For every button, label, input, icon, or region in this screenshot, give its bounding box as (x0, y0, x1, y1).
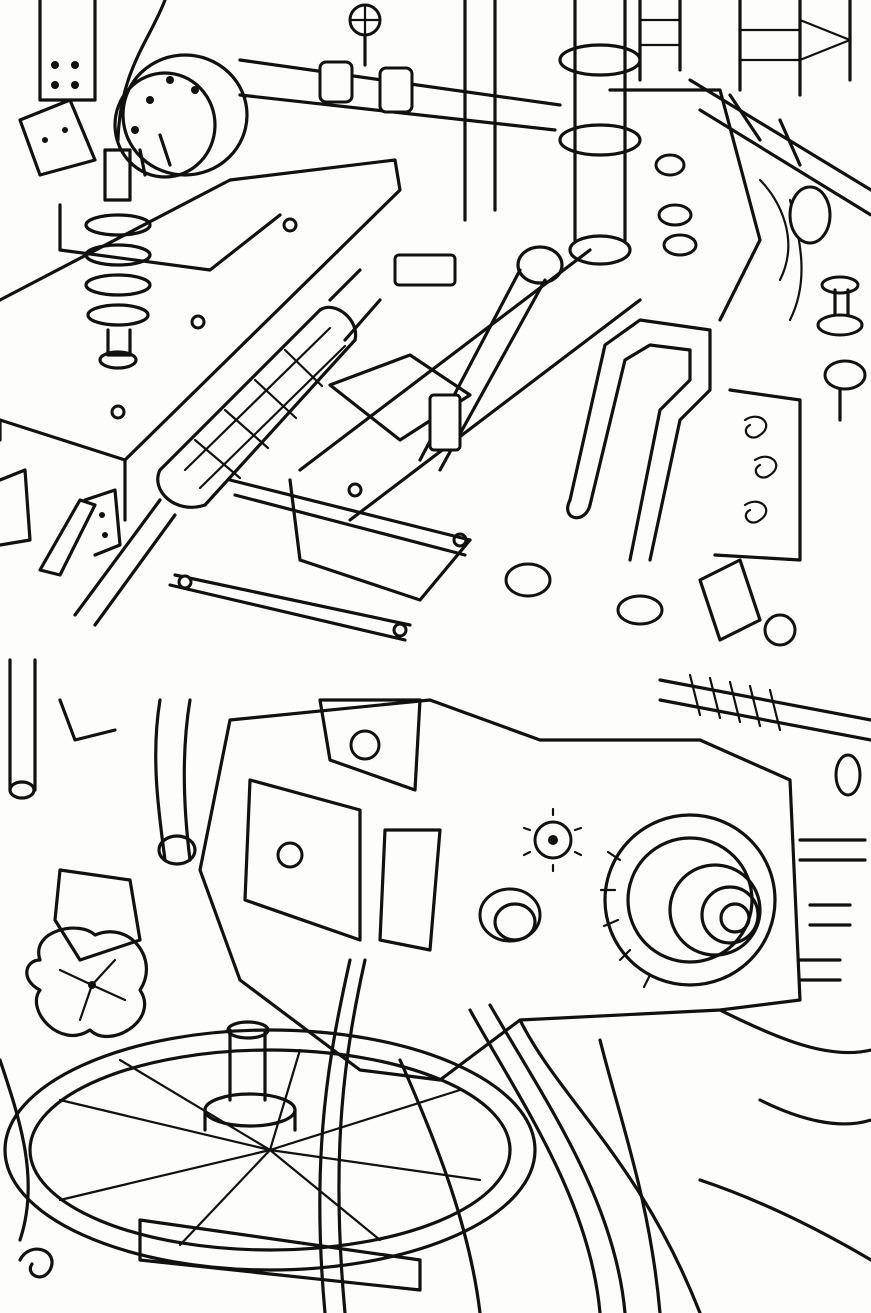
left-workbench (0, 158, 402, 522)
coiled-spring-connector (658, 558, 871, 742)
small-cog (522, 807, 583, 873)
caged-cylinder-shaft (73, 268, 382, 627)
curling-vines (0, 1008, 871, 1279)
left-tubes (8, 658, 197, 866)
flanged-pump-housing (113, 53, 249, 179)
diagonal-bolt-rail (688, 78, 871, 245)
scaffolding-lattice (638, 0, 852, 97)
round-fittings (504, 153, 797, 647)
flat-strap-linkage (168, 478, 472, 642)
central-slide-rail (288, 245, 642, 602)
control-knobs (816, 275, 867, 422)
ceramic-insulator (84, 0, 167, 370)
pedestal-post (203, 1020, 297, 1132)
riveted-plate (18, 0, 97, 177)
angle-brackets (0, 468, 122, 577)
vertical-pipe-column (463, 0, 642, 266)
valve-wheel (25, 868, 148, 1039)
curved-pipe-frame (566, 88, 762, 562)
spoked-wheel (3, 1028, 537, 1292)
hanging-cables (318, 958, 702, 1313)
protruding-rods (798, 753, 867, 982)
overhead-pipe-valve (238, 3, 562, 132)
sprocket-gear (599, 813, 777, 989)
ornamental-scroll-panel (713, 178, 803, 562)
round-push-button (478, 887, 542, 943)
